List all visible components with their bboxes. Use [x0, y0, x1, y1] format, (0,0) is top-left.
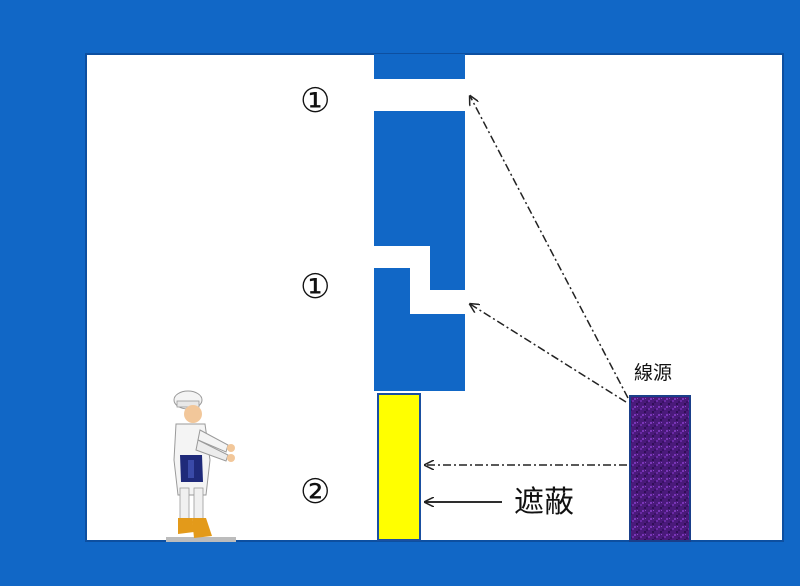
- radiation-source: [629, 395, 691, 542]
- gap-marker-top: ①: [300, 81, 330, 121]
- worker-figure-icon: [166, 390, 236, 542]
- ray-to-top-gap: [470, 96, 629, 399]
- wall-gap-straight: [374, 79, 465, 111]
- source-label: 線源: [634, 362, 672, 384]
- shield-block: [377, 393, 421, 541]
- wall-gap-stepped: [374, 246, 465, 314]
- shield-label: 遮蔽: [514, 485, 574, 520]
- shield-marker: ②: [300, 472, 330, 512]
- gap-marker-mid: ①: [300, 267, 330, 307]
- ray-to-stepped-gap: [470, 304, 627, 403]
